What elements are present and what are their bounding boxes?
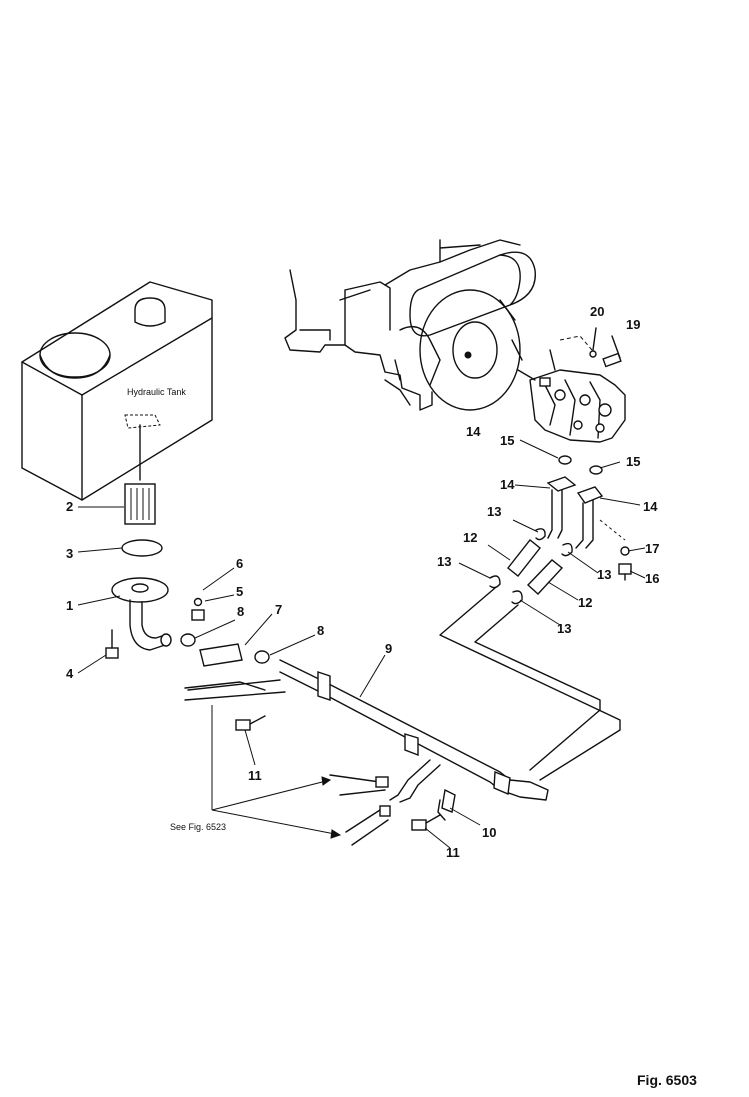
engine-drawing xyxy=(284,239,536,411)
bracket-10 xyxy=(437,788,456,821)
callout-4: 4 xyxy=(66,666,74,681)
leader-lines xyxy=(77,439,646,849)
o-ring-3 xyxy=(121,539,163,557)
reference-note: See Fig. 6523 xyxy=(170,822,226,832)
callout-11-upper: 11 xyxy=(248,768,262,783)
callout-14-right: 14 xyxy=(643,499,658,514)
callout-13-b: 13 xyxy=(437,554,451,569)
callout-12-right: 12 xyxy=(578,595,592,610)
callout-12-left: 12 xyxy=(463,530,477,545)
o-ring-15-right xyxy=(589,465,603,475)
tank-label: Hydraulic Tank xyxy=(127,387,186,397)
hose-7-clamp-8 xyxy=(180,633,270,667)
callout-13-a: 13 xyxy=(487,504,501,519)
clamps-13 xyxy=(489,528,573,605)
callout-1: 1 xyxy=(66,598,73,613)
callout-19: 19 xyxy=(626,317,640,332)
callout-14-left: 14 xyxy=(500,477,515,492)
callout-8-right: 8 xyxy=(317,623,324,638)
bolt-11-upper xyxy=(235,719,251,731)
hoses-12 xyxy=(507,539,564,595)
callout-11-lower: 11 xyxy=(446,845,460,860)
callout-2: 2 xyxy=(66,499,73,514)
callout-16: 16 xyxy=(645,571,659,586)
callout-20: 20 xyxy=(590,304,604,319)
callout-9: 9 xyxy=(385,641,392,656)
bolt-assembly-19-20 xyxy=(559,327,622,368)
cover-1 xyxy=(111,577,172,651)
hydraulic-pump xyxy=(517,349,626,443)
o-ring-15-left xyxy=(558,455,572,465)
bolt-16-washer-17 xyxy=(599,519,632,581)
callout-8-left: 8 xyxy=(237,604,244,619)
callout-14-top: 14 xyxy=(466,424,481,439)
elbow-flange-14-left xyxy=(546,476,577,539)
figure-label: Fig. 6503 xyxy=(637,1072,697,1088)
callout-13-c: 13 xyxy=(597,567,611,582)
callout-3: 3 xyxy=(66,546,73,561)
strainer-element-2 xyxy=(124,424,156,525)
branch-pipes xyxy=(184,679,441,846)
pipe-9 xyxy=(279,587,621,801)
callout-13-d: 13 xyxy=(557,621,571,636)
callout-10: 10 xyxy=(482,825,496,840)
callout-15-right: 15 xyxy=(626,454,640,469)
elbow-flange-14-right xyxy=(575,486,604,549)
callout-15-left: 15 xyxy=(500,433,514,448)
bolt-4 xyxy=(105,629,119,659)
hydraulic-tank xyxy=(21,281,213,501)
callout-7: 7 xyxy=(275,602,282,617)
callout-5: 5 xyxy=(236,584,243,599)
callout-6: 6 xyxy=(236,556,243,571)
fitting-5-6 xyxy=(191,597,205,621)
callout-17: 17 xyxy=(645,541,659,556)
bolt-11-lower xyxy=(411,819,427,831)
